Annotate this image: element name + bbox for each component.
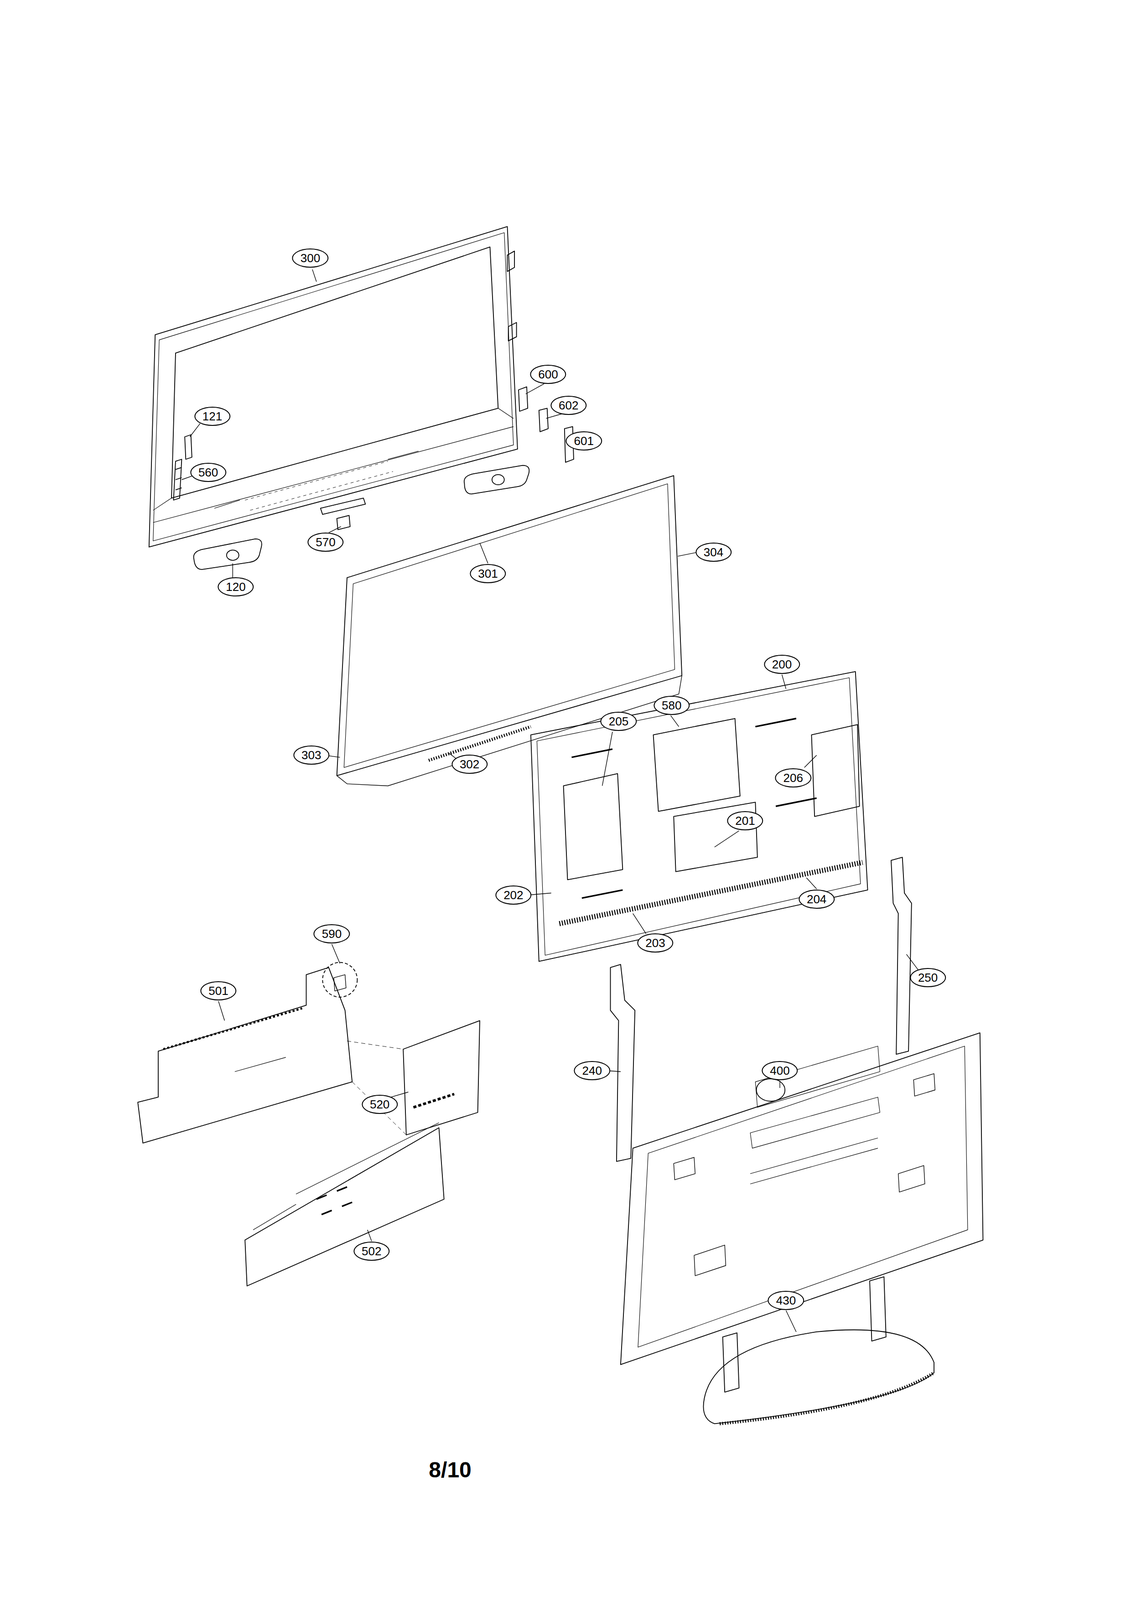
callout-number: 602 <box>550 395 587 416</box>
callout-number: 400 <box>761 1061 798 1081</box>
callout-number: 120 <box>217 577 254 597</box>
callout-number: 501 <box>200 981 237 1001</box>
callout-number: 202 <box>495 885 532 905</box>
part-560 <box>173 459 182 501</box>
callout-number: 590 <box>313 924 350 944</box>
callout-number: 250 <box>909 968 946 988</box>
leg-250 <box>891 857 912 1055</box>
callout-number: 303 <box>293 745 330 765</box>
callout-number: 300 <box>292 248 329 268</box>
callout-number: 206 <box>774 768 811 788</box>
callout-number: 201 <box>726 811 763 831</box>
bar <box>320 498 366 515</box>
callout-number: 304 <box>695 542 732 562</box>
callout-number: 204 <box>798 889 835 909</box>
part-121 <box>184 435 192 460</box>
callout-number: 502 <box>353 1241 390 1261</box>
callout-number: 560 <box>190 462 227 483</box>
chassis <box>530 671 868 962</box>
back-cover <box>620 1032 984 1365</box>
front-bezel <box>149 226 518 548</box>
callout-number: 570 <box>307 532 344 552</box>
stand <box>703 1276 934 1424</box>
callout-number: 430 <box>767 1291 805 1311</box>
callout-number: 302 <box>451 754 488 774</box>
speaker <box>193 465 530 570</box>
callout-number: 203 <box>637 933 674 953</box>
callout-number: 601 <box>565 431 602 451</box>
leg-240 <box>610 964 636 1162</box>
callout-number: 520 <box>361 1094 398 1115</box>
circuit-board <box>347 1020 480 1136</box>
inner-frame <box>337 475 683 786</box>
part-600 <box>518 386 528 412</box>
leader-line <box>181 269 919 1333</box>
callout-number: 600 <box>529 364 566 384</box>
rear-panel <box>244 1122 444 1287</box>
board-bracket <box>137 962 358 1144</box>
callout-number: 205 <box>600 711 637 732</box>
callout-number: 240 <box>574 1061 611 1081</box>
part-602 <box>539 408 549 432</box>
callout-number: 200 <box>763 654 800 675</box>
callout-number: 121 <box>194 406 231 426</box>
callout-number: 580 <box>653 695 690 716</box>
page-number: 8/10 <box>428 1457 472 1483</box>
callout-number: 301 <box>469 564 506 584</box>
